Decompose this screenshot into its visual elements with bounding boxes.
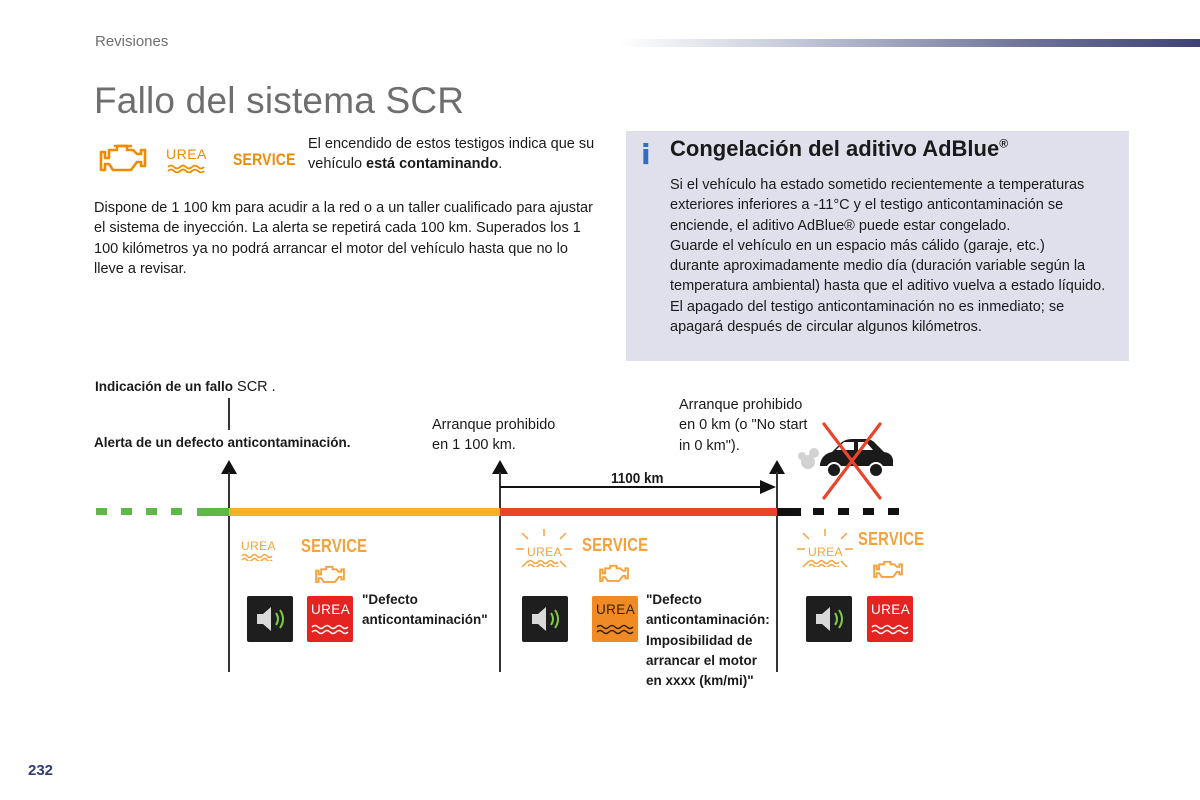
- start-forbidden-0-label: Arranque prohibido en 0 km (o "No start …: [679, 397, 808, 454]
- distance-arrow-line: [500, 486, 762, 488]
- service-icon: SERVICE: [858, 529, 925, 549]
- urea-label: UREA: [166, 146, 207, 162]
- stage-3-line: [776, 516, 778, 672]
- green-dash: [121, 508, 132, 515]
- sound-icon: [247, 596, 293, 642]
- distance-arrow-head: [760, 480, 776, 494]
- distance-label: 1100 km: [611, 470, 664, 487]
- urea-red-icon: UREA: [307, 596, 353, 642]
- start-forbidden-1100-label: Arranque prohibido en 1 100 km.: [432, 417, 556, 454]
- stage-1-line: [228, 516, 230, 672]
- red-segment: [500, 508, 777, 516]
- marker-0-line-top: [776, 472, 778, 516]
- service-warning-icon: SERVICE: [233, 150, 296, 169]
- black-dash: [838, 508, 849, 515]
- marker-1100-line-top: [499, 472, 501, 516]
- info-box: [626, 131, 1129, 361]
- info-box-body: Si el vehículo ha estado sometido recien…: [670, 177, 1106, 336]
- green-dash: [96, 508, 107, 515]
- info-icon: i: [641, 138, 651, 171]
- green-dash: [146, 508, 157, 515]
- header-gradient-bar: [620, 39, 1200, 47]
- engine-warning-icon: [597, 562, 631, 591]
- urea-icon: UREA: [241, 539, 279, 561]
- alert-label: Alerta de un defecto anticontaminación.: [94, 435, 351, 450]
- sound-icon: [806, 596, 852, 642]
- urea-red-icon: UREA: [867, 596, 913, 642]
- urea-flashing-icon: UREA: [512, 527, 576, 578]
- fault-indication-label: Indicación de un fallo SCR .: [95, 379, 276, 395]
- message-2: "Defecto anticontaminación: Imposibilida…: [646, 592, 770, 689]
- arrow-1100: [492, 460, 508, 474]
- orange-segment: [229, 508, 500, 516]
- sound-icon: [522, 596, 568, 642]
- black-dash: [888, 508, 899, 515]
- urea-flashing-icon: UREA: [793, 527, 857, 578]
- green-segment: [197, 508, 229, 516]
- green-dash: [171, 508, 182, 515]
- engine-warning-icon: [97, 140, 149, 183]
- stage-2-line: [499, 516, 501, 672]
- fault-connector-line: [228, 398, 230, 430]
- fault-marker-line-top: [228, 472, 230, 516]
- section-label: Revisiones: [95, 33, 169, 50]
- car-crossed-icon: [796, 420, 896, 507]
- engine-warning-icon: [871, 558, 905, 587]
- main-paragraph: Dispone de 1 100 km para acudir a la red…: [94, 200, 593, 277]
- info-box-title: Congelación del aditivo AdBlue®: [670, 136, 1009, 161]
- urea-orange-icon: UREA: [592, 596, 638, 642]
- service-icon: SERVICE: [582, 535, 649, 555]
- engine-warning-icon: [313, 563, 347, 592]
- black-dash: [863, 508, 874, 515]
- page-number: 232: [28, 762, 54, 779]
- warning-intro-text: El encendido de estos testigos indica qu…: [308, 136, 595, 173]
- message-1: "Defecto anticontaminación": [362, 592, 488, 628]
- urea-warning-icon: UREA: [166, 147, 210, 173]
- service-icon: SERVICE: [301, 536, 368, 556]
- black-segment: [777, 508, 801, 516]
- arrow-fault: [221, 460, 237, 474]
- page-title: Fallo del sistema SCR: [94, 80, 465, 121]
- arrow-0: [769, 460, 785, 474]
- black-dash: [813, 508, 824, 515]
